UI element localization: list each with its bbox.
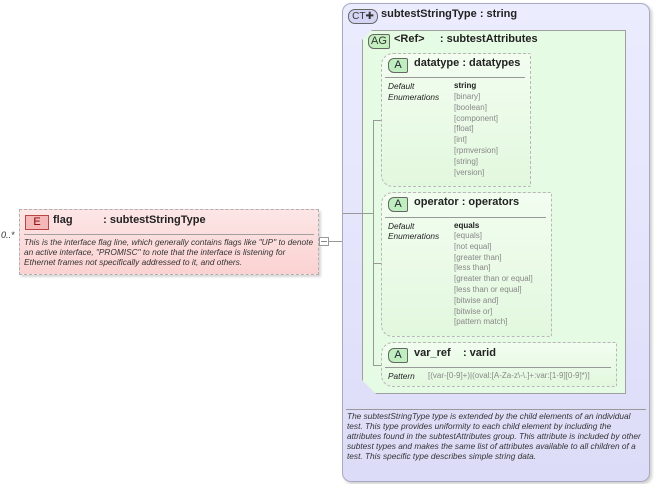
enumeration-value: [component] [454, 113, 499, 123]
enumeration-value: [binary] [454, 92, 481, 101]
attribute-type: : datatypes [462, 57, 521, 69]
divider [385, 367, 611, 368]
attribute-operator[interactable] [381, 192, 552, 337]
divider [385, 77, 525, 78]
enumeration-value: [boolean] [454, 102, 487, 112]
default-value: string [454, 81, 477, 90]
default-value: equals [454, 221, 480, 230]
enumeration-value: [equals] [454, 231, 483, 240]
enumeration-value: [int] [454, 135, 467, 145]
attribute-var-ref[interactable] [381, 342, 617, 387]
pattern-value: [(var-[0-9]+)|(oval:[A-Za-z\-\.]+:var:[1… [428, 371, 590, 380]
enumeration-value: [version] [454, 167, 485, 177]
pattern-label: Pattern [388, 371, 415, 381]
collapse-toggle[interactable] [319, 237, 329, 246]
element-title: flag : subtestStringType [53, 214, 206, 226]
enumeration-value: [less than or equal] [454, 284, 522, 294]
divider [385, 217, 546, 218]
connector-line [373, 263, 381, 264]
enumeration-value: [greater than] [454, 252, 502, 262]
attribute-group-title: <Ref> : subtestAttributes [394, 33, 538, 45]
element-flag[interactable]: E flag : subtestStringType This is the i… [19, 209, 319, 275]
connector-line [329, 241, 342, 242]
attribute-icon: A [388, 58, 408, 73]
connector-line [343, 213, 363, 214]
attribute-group-name: : subtestAttributes [439, 33, 538, 45]
attribute-group-icon: AG [368, 34, 390, 49]
enumeration-value: [string] [454, 156, 479, 166]
enumeration-list: [binary] [boolean] [component] [float] [… [454, 92, 498, 178]
enumeration-list: [equals] [not equal] [greater than] [les… [454, 231, 533, 328]
attribute-name: var_ref [414, 347, 451, 359]
divider [24, 234, 314, 235]
complex-type-base: : string [479, 8, 518, 20]
complex-type-documentation: The subtestStringType type is extended b… [347, 411, 641, 461]
connector-line [373, 365, 381, 366]
complex-type-title: subtestStringType : string [381, 8, 517, 20]
element-name: flag [53, 214, 73, 226]
attribute-type: : varid [462, 347, 496, 359]
divider [346, 409, 646, 410]
element-documentation: This is the interface flag line, which g… [24, 237, 314, 267]
element-icon: E [25, 215, 49, 230]
attribute-title: datatype : datatypes [414, 57, 520, 69]
connector-line [373, 120, 374, 365]
complex-type-name: subtestStringType [381, 8, 477, 20]
connector-line [373, 120, 381, 121]
enumeration-value: [float] [454, 124, 474, 134]
attribute-icon: A [388, 197, 408, 212]
attribute-icon: A [388, 348, 408, 363]
attribute-title: var_ref : varid [414, 347, 496, 359]
element-type: : subtestStringType [103, 214, 206, 226]
attribute-type: : operators [461, 196, 520, 208]
attribute-name: datatype [414, 57, 460, 69]
default-label: Default [388, 81, 415, 91]
enumerations-label: Enumerations [388, 92, 440, 102]
multiplicity-label: 0..* [1, 230, 15, 240]
enumeration-value: [less than] [454, 263, 491, 273]
attribute-datatype[interactable] [381, 53, 531, 187]
enumeration-value: [rpmversion] [454, 145, 499, 155]
enumeration-value: [not equal] [454, 241, 492, 251]
attribute-title: operator : operators [414, 196, 519, 208]
attribute-group-ref: <Ref> [394, 33, 425, 45]
enumeration-value: [greater than or equal] [454, 274, 533, 284]
enumerations-label: Enumerations [388, 231, 440, 241]
enumeration-value: [bitwise or] [454, 306, 493, 316]
default-label: Default [388, 221, 415, 231]
complex-type-icon: CT✚ [348, 9, 378, 24]
enumeration-value: [bitwise and] [454, 295, 499, 305]
enumeration-value: [pattern match] [454, 317, 508, 327]
connector-line [362, 213, 373, 214]
attribute-name: operator [414, 196, 459, 208]
